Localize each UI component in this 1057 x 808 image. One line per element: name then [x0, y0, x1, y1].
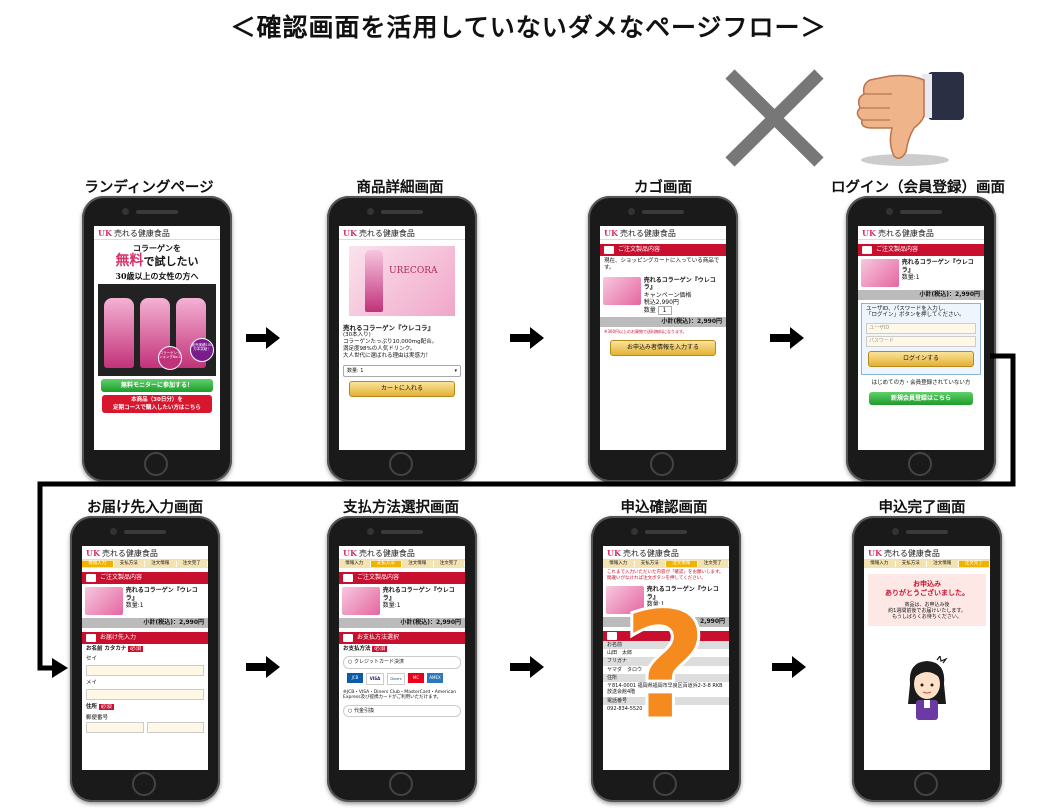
card-option[interactable]: ○ クレジットカード決済 — [343, 656, 461, 669]
flow-arrow-6 — [510, 656, 544, 678]
flow-arrow-1 — [246, 327, 280, 349]
diners-icon: Diners — [387, 672, 405, 685]
flow-arrow-2 — [510, 327, 544, 349]
add-to-cart-button[interactable]: カートに入れる — [349, 380, 455, 397]
cod-option[interactable]: ○ 代金引換 — [343, 704, 461, 718]
page-label-payment: 支払方法選択画面 — [343, 500, 459, 516]
quantity-select[interactable]: 数量: 1▾ — [343, 364, 461, 377]
login-button[interactable]: ログインする — [868, 351, 974, 368]
page-label-detail: 商品詳細画面 — [356, 180, 444, 196]
subscribe-button[interactable]: 本商品（30日分）を定期コースで購入したい方はこちら — [102, 394, 212, 413]
flow-arrow-5 — [246, 656, 280, 678]
page-label-complete: 申込完了画面 — [878, 500, 966, 516]
user-id-input[interactable]: ユーザID — [866, 323, 976, 335]
question-mark-icon: ? — [620, 580, 710, 754]
cart-icon — [862, 246, 872, 254]
qty-select[interactable]: 1 — [657, 305, 672, 315]
sei-input[interactable] — [86, 665, 204, 677]
order-bar: ご注文製品内容 — [600, 244, 726, 256]
chevron-down-icon: ▾ — [454, 367, 457, 374]
page-label-cart: カゴ画面 — [634, 180, 692, 196]
page-label-login: ログイン（会員登録）画面 — [831, 180, 1005, 196]
product-image: URECORA — [349, 246, 455, 316]
cart-icon — [604, 246, 614, 254]
character-icon — [908, 656, 948, 720]
visa-icon: VISA — [366, 672, 384, 685]
password-input[interactable]: パスワード — [866, 336, 976, 348]
zip1-input[interactable] — [86, 721, 144, 733]
hero-image: コラーゲンランキングNo.1 販売実績100万本突破！ — [98, 283, 216, 376]
cart-icon — [343, 574, 353, 582]
page-label-landing: ランディングページ — [84, 180, 214, 196]
flow-arrow-7 — [772, 656, 806, 678]
register-button[interactable]: 新規会員登録はこちら — [869, 392, 973, 406]
page-label-confirm: 申込確認画面 — [620, 500, 708, 516]
big-x-icon — [725, 69, 824, 167]
mastercard-icon: MC — [408, 672, 424, 683]
proceed-button[interactable]: お申込み者情報を入力する — [610, 339, 716, 356]
wallet-icon — [343, 633, 353, 642]
jcb-icon: JCB — [347, 672, 363, 683]
monitor-button[interactable]: 無料モニターに参加する！ — [101, 378, 213, 392]
mei-input[interactable] — [86, 689, 204, 701]
page-title: ＜確認画面を活用していないダメなページフロー＞ — [230, 13, 827, 42]
form-icon — [86, 633, 96, 642]
thumbs-down-icon — [856, 72, 964, 166]
flow-arrow-3 — [770, 327, 804, 349]
cart-icon — [86, 574, 96, 582]
product-thumb — [603, 276, 641, 305]
login-box: ユーザID、パスワードを入力し、「ログイン」ボタンを押してください。 ユーザID… — [861, 302, 981, 376]
zip2-input[interactable] — [146, 721, 204, 733]
page-label-delivery: お届け先入力画面 — [87, 500, 203, 516]
amex-icon: AMEX — [427, 672, 443, 683]
